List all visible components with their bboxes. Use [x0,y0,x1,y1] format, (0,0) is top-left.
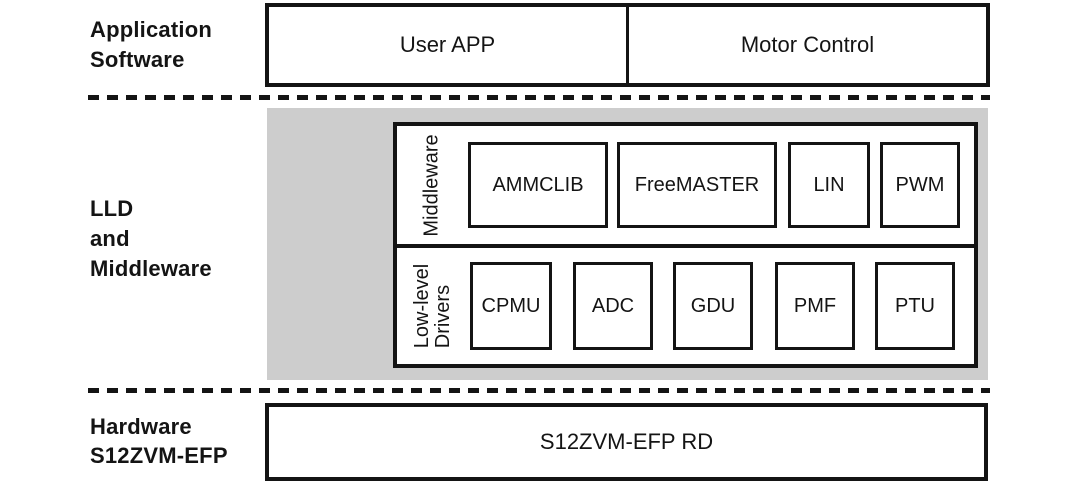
low-level-drivers-label-line1: Low-level [411,263,434,349]
middleware-row-label-area: Middleware [397,126,468,244]
lld-label-line3: Middleware [90,256,212,281]
adc-box: ADC [573,262,653,350]
lin-box: LIN [788,142,870,228]
low-level-drivers-row-label: Low-level Drivers [411,263,455,349]
separator-dashed-line-bottom [88,388,990,393]
pwm-box: PWM [880,142,960,228]
middleware-row-label: Middleware [421,133,444,237]
pmf-box: PMF [775,262,855,350]
application-software-label-line2: Software [90,47,185,72]
ptu-box: PTU [875,262,955,350]
s12zvm-efp-rd-box: S12ZVM-EFP RD [265,403,988,481]
gdu-box: GDU [673,262,753,350]
application-software-label-line1: Application [90,17,212,42]
hardware-label-line2: S12ZVM-EFP [90,443,228,468]
low-level-drivers-row-label-area: Low-level Drivers [397,248,470,364]
lld-label-line2: and [90,226,130,251]
middleware-row: Middleware AMMCLIB FreeMASTER LIN PWM [397,126,974,248]
cpmu-box: CPMU [470,262,552,350]
freemaster-box: FreeMASTER [617,142,777,228]
motor-control-box: Motor Control [740,32,875,57]
separator-dashed-line-top [88,95,990,100]
application-software-container: User APP Motor Control [265,3,990,87]
low-level-drivers-label-line2: Drivers [432,284,455,349]
lld-and-middleware-label: LLD and Middleware [90,194,212,284]
middleware-lld-container: Middleware AMMCLIB FreeMASTER LIN PWM Lo… [393,122,978,368]
hardware-label-line1: Hardware [90,414,192,439]
application-software-label: Application Software [90,15,212,75]
low-level-drivers-row: Low-level Drivers CPMU ADC GDU PMF PTU [397,248,974,364]
user-app-box: User APP [269,7,629,83]
lld-label-line1: LLD [90,196,134,221]
hardware-label: Hardware S12ZVM-EFP [90,412,228,470]
ammclib-box: AMMCLIB [468,142,608,228]
